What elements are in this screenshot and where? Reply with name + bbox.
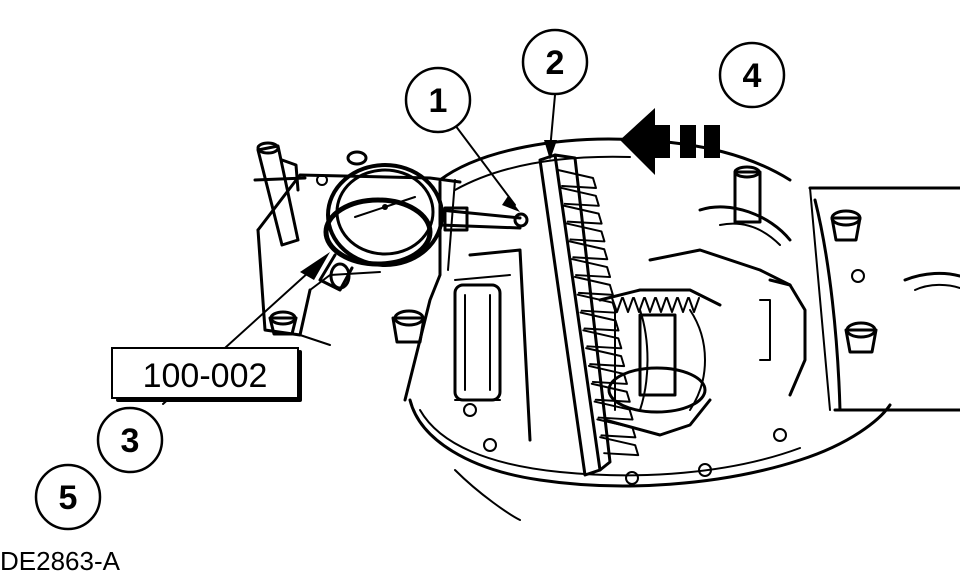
differential-gears [598,288,722,437]
dial-indicator [256,141,529,292]
gear-tooth [599,436,640,457]
callout-3-label: 3 [121,422,140,460]
gear-tooth [565,222,606,243]
tool-number-box: 100-002 [111,347,302,402]
callout-3: 3 [96,406,164,474]
pinion-tooth [622,297,634,313]
bolt [830,209,862,242]
gear-tooth [582,329,623,350]
gear-tooth [576,293,617,314]
callout-5: 5 [34,463,102,531]
pinion-tooth [677,297,689,313]
callout-4-label: 4 [743,57,762,95]
gear-tooth [585,347,626,368]
callout-5-label: 5 [59,479,78,517]
pinion-tooth [688,297,700,313]
pinion-tooth [644,297,656,313]
bolt [844,321,878,354]
pinion-gear-teeth [611,297,700,313]
rotation-direction-arrow [620,108,720,175]
pinion-tooth [633,297,645,313]
bolt [391,309,426,344]
gear-tooth [559,186,600,207]
gear-tooth [557,169,597,189]
callout-2-label: 2 [546,44,565,82]
gear-tooth [573,275,614,296]
gear-tooth [562,204,603,225]
bolt-holes [316,174,865,485]
figure-code: DE2863-A [0,546,121,576]
pinion-tooth [611,297,623,313]
housing-stud [733,165,762,224]
pinion-tooth [666,297,678,313]
callout-2: 2 [521,28,589,96]
housing-bolts [268,165,878,485]
ring-gear [538,153,640,477]
gear-tooth [579,311,620,332]
ring-gear-teeth [557,169,640,457]
gear-tooth [593,400,634,421]
bolt [268,310,298,336]
callout-1-label: 1 [429,82,448,120]
callout-1: 1 [404,66,472,134]
gear-tooth [571,258,612,279]
tool-number: 100-002 [143,357,268,395]
gear-tooth [568,240,609,261]
pinion-tooth [655,297,667,313]
callout-4: 4 [718,41,786,109]
